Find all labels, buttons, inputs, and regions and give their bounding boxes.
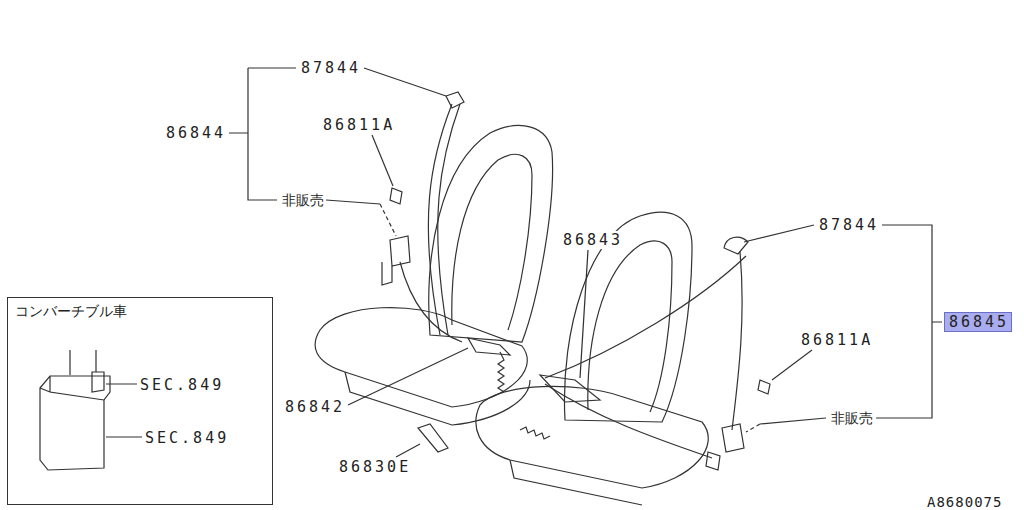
leader-line <box>772 350 812 380</box>
mounting-bolt <box>758 380 770 394</box>
seat-cushion <box>315 308 527 407</box>
section-ref: SEC.849 <box>139 376 225 394</box>
seat-backrest-inner <box>452 154 532 330</box>
part-number: 86844 <box>165 124 227 142</box>
figure-code: A8680075 <box>926 493 1003 510</box>
shoulder-belt <box>545 256 746 378</box>
clip-part <box>418 424 448 452</box>
part-number: 86811A <box>800 331 874 349</box>
seat-backrest <box>429 125 553 342</box>
leader-line <box>229 68 446 200</box>
buckle <box>468 338 510 355</box>
anchor-plate <box>382 262 392 285</box>
part-number: 86843 <box>562 231 624 249</box>
seat-cushion-edge <box>345 372 530 425</box>
trim-cover <box>40 376 110 470</box>
inset-box: コンバーチブル車SEC.849SEC.849 <box>7 297 273 505</box>
belt-retractor <box>390 236 410 266</box>
part-number: 87844 <box>300 59 362 77</box>
buckle <box>540 375 600 402</box>
mounting-bolt <box>390 188 402 204</box>
buckle-cable <box>520 427 550 439</box>
box-heading: コンバーチブル車 <box>14 302 128 320</box>
leader-line <box>580 250 588 378</box>
seat-cushion <box>476 386 708 488</box>
buckle-cable <box>498 352 504 392</box>
shoulder-belt <box>732 252 742 430</box>
section-ref: SEC.849 <box>144 429 230 447</box>
retractor-cap <box>446 92 464 108</box>
shoulder-belt <box>438 104 460 335</box>
leader-line <box>106 384 142 437</box>
leader-line <box>326 200 380 204</box>
seat-cushion-edge <box>510 460 642 505</box>
leader-line <box>760 418 826 424</box>
leader-line <box>396 444 420 457</box>
lap-belt <box>545 384 712 458</box>
part-number: 86842 <box>284 398 346 416</box>
part-number: 87844 <box>818 216 880 234</box>
floor-anchor <box>706 452 720 470</box>
leader-line <box>744 225 942 418</box>
retractor-cap <box>724 237 748 254</box>
highlight-box: 86845 <box>944 312 1012 332</box>
box-heading: 86845 <box>945 313 1011 331</box>
note-label: 非販売 <box>830 409 874 427</box>
leader-line <box>746 424 760 432</box>
leader-line <box>380 204 396 236</box>
leader-line <box>372 135 393 186</box>
note-label: 非販売 <box>281 191 325 209</box>
part-number: 86811A <box>322 116 396 134</box>
shoulder-belt <box>428 104 452 335</box>
pillar <box>70 350 96 375</box>
leader-line <box>348 348 468 405</box>
belt-retractor <box>722 424 744 452</box>
part-number: 86830E <box>338 458 412 476</box>
seat-backrest-inner <box>588 241 672 412</box>
lap-belt <box>400 262 462 342</box>
pillar-bracket <box>92 372 104 392</box>
